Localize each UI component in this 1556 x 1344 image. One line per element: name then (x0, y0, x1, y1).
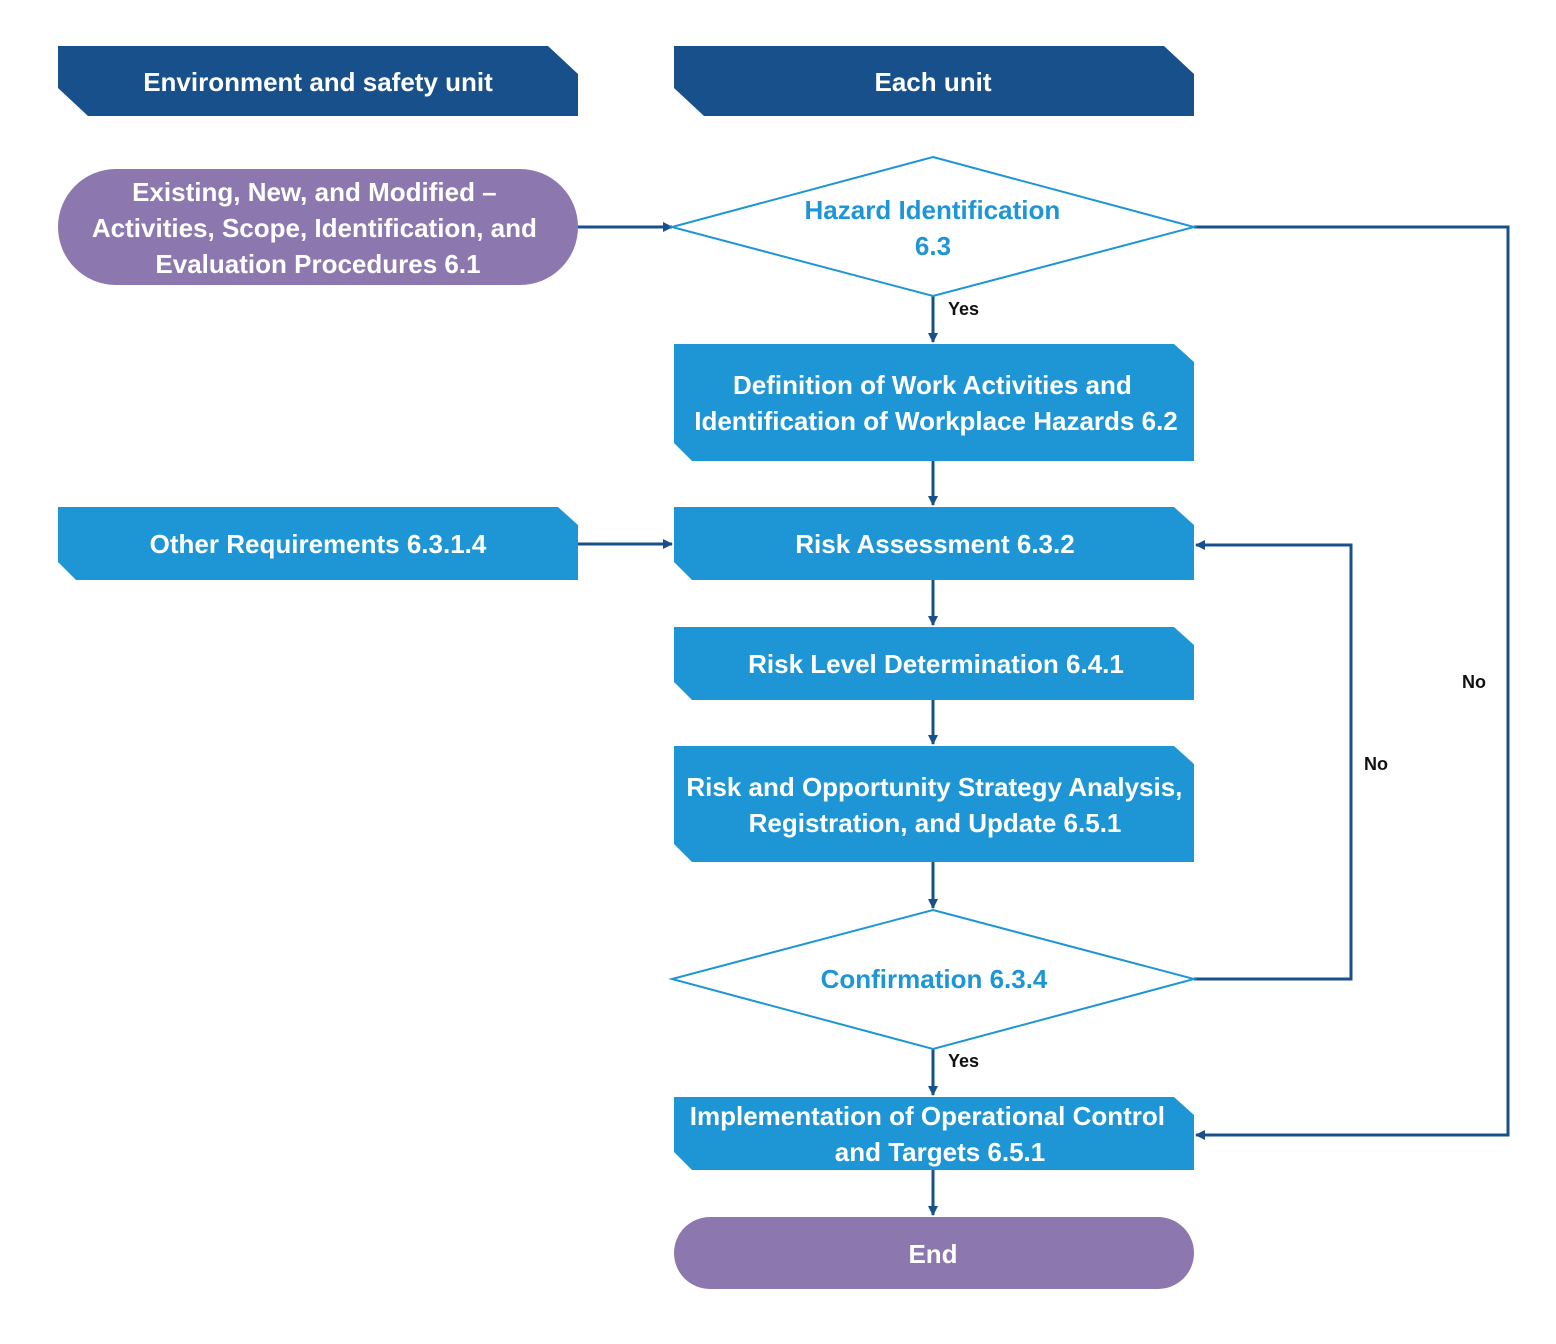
definition-line-2: Identification of Workplace Hazards 6.2 (694, 406, 1178, 436)
confirmation-label: Confirmation 6.3.4 (821, 964, 1048, 994)
risk-level-process: Risk Level Determination 6.4.1 (674, 627, 1194, 700)
strategy-line-2: Registration, and Update 6.5.1 (749, 808, 1122, 838)
hazard-yes-label: Yes (948, 299, 979, 319)
risk-assessment-process: Risk Assessment 6.3.2 (674, 507, 1194, 580)
confirmation-no-label: No (1364, 754, 1388, 774)
hazard-identification-label: Hazard Identification 6.3 (805, 195, 1068, 261)
implementation-label: Implementation of Operational Control an… (690, 1101, 1172, 1167)
definition-process: Definition of Work Activities and Identi… (674, 344, 1194, 461)
definition-line-1: Definition of Work Activities and (733, 370, 1132, 400)
hazard-identification-line-2: 6.3 (915, 231, 951, 261)
hazard-identification-decision: Hazard Identification 6.3 (668, 155, 1198, 298)
implementation-line-2: and Targets 6.5.1 (835, 1137, 1046, 1167)
end-terminal: End (674, 1217, 1194, 1289)
header-environment-safety-unit: Environment and safety unit (58, 46, 578, 116)
definition-label: Definition of Work Activities and Identi… (694, 370, 1178, 436)
start-terminal: Existing, New, and Modified – Activities… (58, 169, 578, 285)
implementation-line-1: Implementation of Operational Control (690, 1101, 1165, 1131)
start-terminal-line-3: Evaluation Procedures 6.1 (155, 249, 480, 279)
confirmation-yes-label: Yes (948, 1051, 979, 1071)
other-requirements-process: Other Requirements 6.3.1.4 (58, 507, 578, 580)
risk-assessment-label: Risk Assessment 6.3.2 (795, 529, 1074, 559)
strategy-process: Risk and Opportunity Strategy Analysis, … (674, 746, 1194, 862)
connector-confirmation-no-loop (1194, 540, 1353, 981)
start-terminal-label: Existing, New, and Modified – Activities… (92, 177, 544, 279)
header-environment-safety-unit-label: Environment and safety unit (143, 67, 493, 97)
other-requirements-label: Other Requirements 6.3.1.4 (150, 529, 487, 559)
strategy-line-1: Risk and Opportunity Strategy Analysis, (686, 772, 1182, 802)
risk-level-label: Risk Level Determination 6.4.1 (748, 649, 1124, 679)
hazard-identification-line-1: Hazard Identification (805, 195, 1061, 225)
strategy-label: Risk and Opportunity Strategy Analysis, … (686, 772, 1189, 838)
confirmation-decision: Confirmation 6.3.4 (668, 908, 1198, 1051)
header-each-unit: Each unit (674, 46, 1194, 116)
start-terminal-line-2: Activities, Scope, Identification, and (92, 213, 537, 243)
connector-hazard-no-loop (1194, 225, 1510, 1140)
implementation-process: Implementation of Operational Control an… (674, 1097, 1194, 1170)
hazard-no-label: No (1462, 672, 1486, 692)
start-terminal-line-1: Existing, New, and Modified – (132, 177, 497, 207)
connectors (578, 222, 1510, 1216)
end-terminal-label: End (908, 1239, 957, 1269)
header-each-unit-label: Each unit (874, 67, 991, 97)
